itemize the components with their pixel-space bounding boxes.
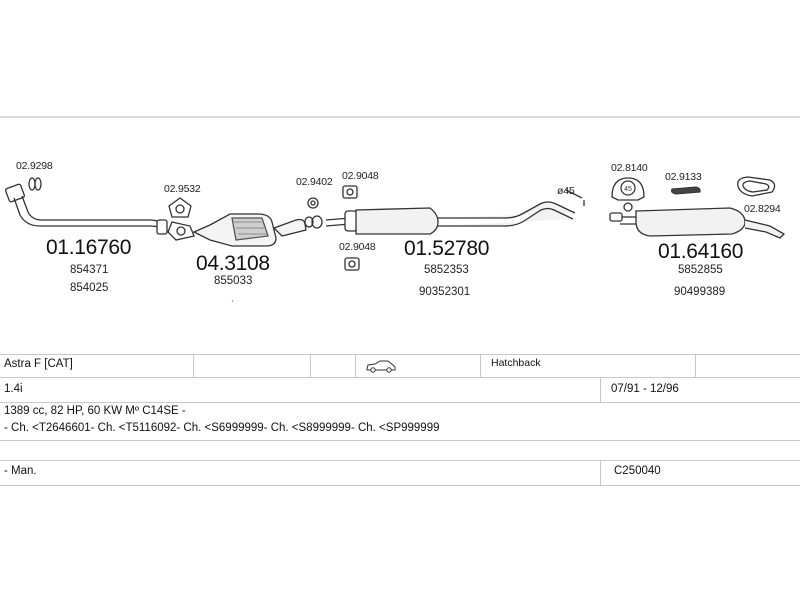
ref-number: 5852353 (424, 264, 469, 276)
accessory-label-02-9402: 02.9402 (296, 176, 333, 188)
accessory-label-02-9048-bottom: 02.9048 (339, 241, 376, 253)
accessory-label-02-9133: 02.9133 (665, 171, 702, 183)
accessory-label-02-9532: 02.9532 (164, 183, 201, 195)
part-number-front-pipe: 01.16760 (46, 236, 132, 259)
years-cell: 07/91 - 12/96 (611, 383, 679, 395)
table-col-divider (600, 377, 601, 402)
table-divider (0, 440, 800, 441)
middle-silencer (325, 189, 585, 235)
table-divider (0, 402, 800, 403)
accessory-label-02-9048-top: 02.9048 (342, 170, 379, 182)
clamp-02-9402 (304, 197, 323, 229)
accessory-label-02-8140: 02.8140 (611, 162, 648, 174)
chassis-cell: - Ch. <T2646601- Ch. <T5116092- Ch. <S69… (4, 422, 440, 434)
ref-number: 5852855 (678, 264, 723, 276)
part-number-rear-silencer: 01.64160 (658, 240, 744, 263)
gasket-02-9048-top (342, 185, 358, 199)
gasket-02-9532 (168, 197, 192, 218)
ref-number: 855033 (214, 275, 253, 287)
clamp-02-8294 (737, 176, 776, 197)
table-divider (0, 377, 800, 378)
model-cell: Astra F [CAT] (4, 358, 73, 370)
table-divider (0, 460, 800, 461)
flange (167, 221, 195, 241)
ref-number: 854371 (70, 264, 109, 276)
hanger-02-9133 (671, 186, 701, 195)
table-col-divider (695, 354, 696, 377)
body-type-cell: Hatchback (491, 357, 541, 369)
clamp-size-text: 45 (624, 186, 632, 193)
table-col-divider (355, 354, 356, 377)
transmission-cell: - Man. (4, 465, 37, 477)
accessory-label-02-9298: 02.9298 (16, 160, 53, 172)
engine-cell: 1.4i (4, 383, 23, 395)
catalytic-converter (192, 213, 307, 247)
ref-number: 90352301 (419, 286, 471, 298)
rubber-mount-02-8140: 45 (611, 177, 645, 201)
part-number-middle-silencer: 01.52780 (404, 237, 490, 260)
code-cell: C250040 (614, 465, 661, 477)
clamp-02-9298 (28, 177, 42, 191)
car-side-icon (366, 359, 396, 378)
ref-number: 90499389 (674, 286, 726, 298)
gasket-02-9048-bottom (344, 257, 360, 271)
table-divider (0, 485, 800, 486)
accessory-label-02-8294: 02.8294 (744, 203, 781, 215)
table-divider (0, 354, 800, 355)
spec-cell: 1389 cc, 82 HP, 60 KW Mº C14SE - (4, 405, 186, 417)
ref-number: 854025 (70, 282, 109, 294)
pipe-diameter-label: ø45 (557, 185, 575, 197)
table-col-divider (193, 354, 194, 377)
table-col-divider (600, 460, 601, 485)
table-col-divider (480, 354, 481, 377)
rear-silencer (609, 202, 786, 239)
front-pipe (5, 183, 168, 235)
table-col-divider (310, 354, 311, 377)
part-number-catalytic-converter: 04.3108 (196, 252, 270, 275)
